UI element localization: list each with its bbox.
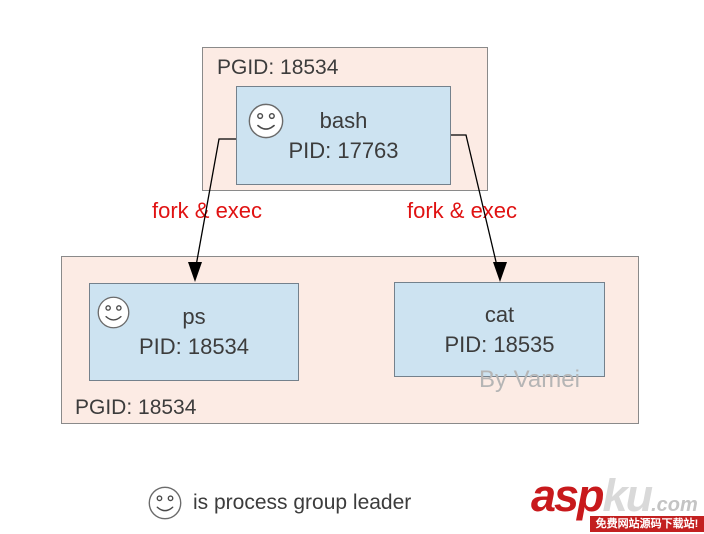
group-leader-smiley-icon bbox=[248, 103, 284, 139]
process-name: cat bbox=[484, 301, 515, 327]
process-label-cat: cat PID: 18535 bbox=[395, 300, 604, 360]
process-label-ps: ps PID: 18534 bbox=[90, 302, 298, 362]
process-name: ps bbox=[182, 304, 206, 329]
process-box-ps: ps PID: 18534 bbox=[89, 283, 299, 381]
logo-banner-text: 免费网站源码下载站! bbox=[590, 516, 704, 532]
process-name: bash bbox=[319, 107, 368, 133]
legend-text: is process group leader bbox=[193, 491, 412, 514]
fork-exec-label-right: fork & exec bbox=[407, 198, 518, 223]
group-leader-smiley-icon bbox=[97, 296, 130, 329]
aspku-logo-text: aspku.com bbox=[531, 473, 704, 529]
pgid-label-top: PGID: 18534 bbox=[217, 56, 339, 79]
legend-smiley-icon bbox=[148, 486, 182, 520]
process-box-cat: cat PID: 18535 bbox=[394, 282, 605, 377]
logo-asp-text: asp bbox=[531, 470, 605, 521]
process-pid: PID: 18534 bbox=[138, 334, 250, 359]
process-box-bash: bash PID: 17763 bbox=[236, 86, 451, 185]
pgid-label-bottom: PGID: 18534 bbox=[75, 396, 197, 419]
logo-com-text: .com bbox=[651, 494, 698, 516]
process-pid: PID: 17763 bbox=[288, 137, 399, 163]
process-pid: PID: 18535 bbox=[444, 331, 555, 357]
process-label-bash: bash PID: 17763 bbox=[237, 106, 450, 166]
aspku-logo: aspku.com 免费网站源码下载站! bbox=[531, 473, 704, 532]
logo-ku-text: ku bbox=[602, 470, 653, 521]
fork-exec-label-left: fork & exec bbox=[152, 198, 263, 223]
watermark-text: By Vamei bbox=[479, 366, 580, 393]
